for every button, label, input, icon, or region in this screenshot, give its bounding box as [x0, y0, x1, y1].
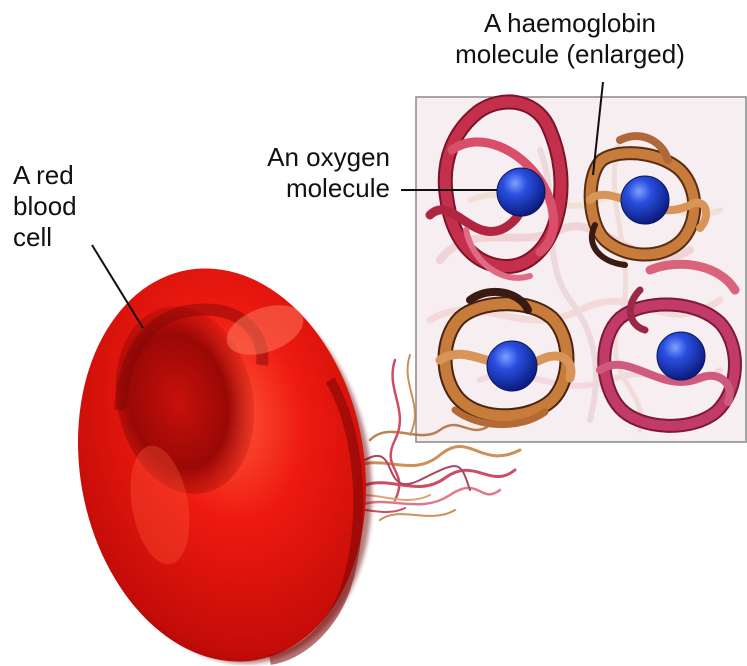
red-blood-cell-label-line-1: A red [13, 160, 77, 191]
oxygen-molecule-label: An oxygen molecule [220, 142, 390, 204]
red-blood-cell-label: A red blood cell [13, 160, 77, 253]
red-blood-cell-label-line-2: blood [13, 191, 77, 222]
red-blood-cell [48, 245, 402, 666]
haemoglobin-label-line-1: A haemoglobin [410, 8, 730, 39]
oxygen-molecule-2 [621, 176, 669, 224]
haemoglobin-label-line-2: molecule (enlarged) [410, 39, 730, 70]
haemoglobin-label: A haemoglobin molecule (enlarged) [410, 8, 730, 70]
oxygen-molecule-1 [497, 168, 545, 216]
oxygen-molecule-label-line-1: An oxygen [220, 142, 390, 173]
haemoglobin-panel [416, 97, 746, 442]
red-blood-cell-label-line-3: cell [13, 222, 77, 253]
oxygen-molecule-label-line-2: molecule [220, 173, 390, 204]
oxygen-molecule-4 [657, 332, 705, 380]
oxygen-molecule-3 [487, 341, 537, 391]
